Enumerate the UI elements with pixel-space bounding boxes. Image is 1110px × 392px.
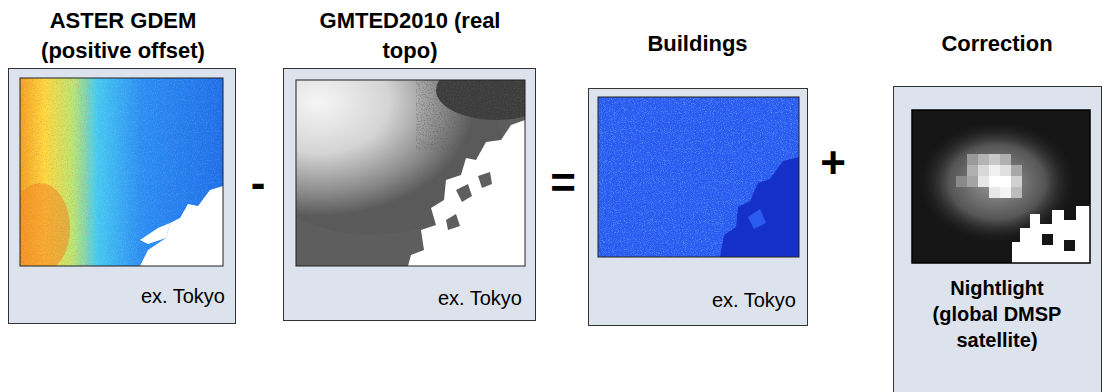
light-pixel — [978, 154, 989, 165]
operator-symbol: = — [543, 157, 583, 209]
sea-area — [720, 157, 799, 257]
panel-heading: ASTER GDEM (positive offset) — [23, 6, 223, 66]
light-pixel — [1011, 187, 1022, 198]
panel-heading: GMTED2010 (real topo) — [310, 6, 510, 66]
reclaimed-land — [748, 209, 766, 229]
nightlight-pixels — [956, 154, 1022, 198]
panel-ground — [893, 86, 1102, 392]
light-pixel — [967, 176, 978, 187]
land-pixel — [1064, 240, 1075, 251]
light-pixel — [1011, 165, 1022, 176]
example-caption: ex. Tokyo — [284, 287, 522, 310]
panel-heading: Buildings — [589, 29, 806, 59]
image-panel: ASTER GDEM (positive offset)ex. Tokyo — [8, 68, 236, 324]
operator-symbol: - — [238, 157, 278, 209]
sea-area — [140, 223, 170, 244]
light-pixel — [967, 154, 978, 165]
panel-ground — [8, 68, 236, 324]
image-frame — [598, 97, 799, 257]
land-pixel — [1042, 234, 1053, 245]
light-pixel — [1000, 165, 1011, 176]
light-pixel — [1000, 176, 1011, 187]
image-caption: Nightlight (global DMSP satellite) — [922, 275, 1072, 353]
reclaimed-land — [446, 214, 460, 230]
image-panel: Buildingsex. Tokyo — [588, 88, 808, 326]
panel-heading: Correction — [894, 29, 1100, 59]
light-pixel — [989, 154, 1000, 165]
nightlight-ground — [912, 110, 1090, 263]
image-frame — [20, 78, 223, 266]
light-pixel — [1000, 154, 1011, 165]
image-panel: CorrectionNightlight (global DMSP satell… — [893, 86, 1102, 392]
sea-area — [1012, 206, 1090, 263]
image-frame — [296, 80, 525, 266]
reclaimed-land — [456, 184, 472, 202]
light-pixel — [978, 176, 989, 187]
panel-ground — [588, 88, 808, 326]
building-ground — [598, 97, 799, 257]
image-panel: GMTED2010 (real topo)ex. Tokyo — [283, 68, 536, 321]
image-frame — [912, 110, 1090, 263]
topography-map — [241, 45, 556, 266]
light-pixel — [989, 165, 1000, 176]
operator-symbol: + — [813, 137, 853, 189]
building-height-map — [598, 97, 799, 257]
light-pixel — [967, 165, 978, 176]
sea-area — [140, 186, 223, 266]
light-pixel — [956, 176, 967, 187]
light-pixel — [1011, 176, 1022, 187]
light-pixel — [978, 165, 989, 176]
elevation-map — [10, 78, 223, 273]
building-speckle — [598, 97, 799, 257]
light-pixel — [989, 187, 1000, 198]
nightlight-map — [912, 110, 1090, 263]
light-pixel — [989, 176, 1000, 187]
example-caption: ex. Tokyo — [9, 285, 225, 308]
elevation-speckle — [20, 78, 223, 266]
light-pixel — [1000, 187, 1011, 198]
reclaimed-land — [478, 172, 492, 188]
elevation-map-ground — [20, 78, 223, 266]
example-caption: ex. Tokyo — [589, 289, 796, 312]
sea-area — [408, 120, 525, 266]
